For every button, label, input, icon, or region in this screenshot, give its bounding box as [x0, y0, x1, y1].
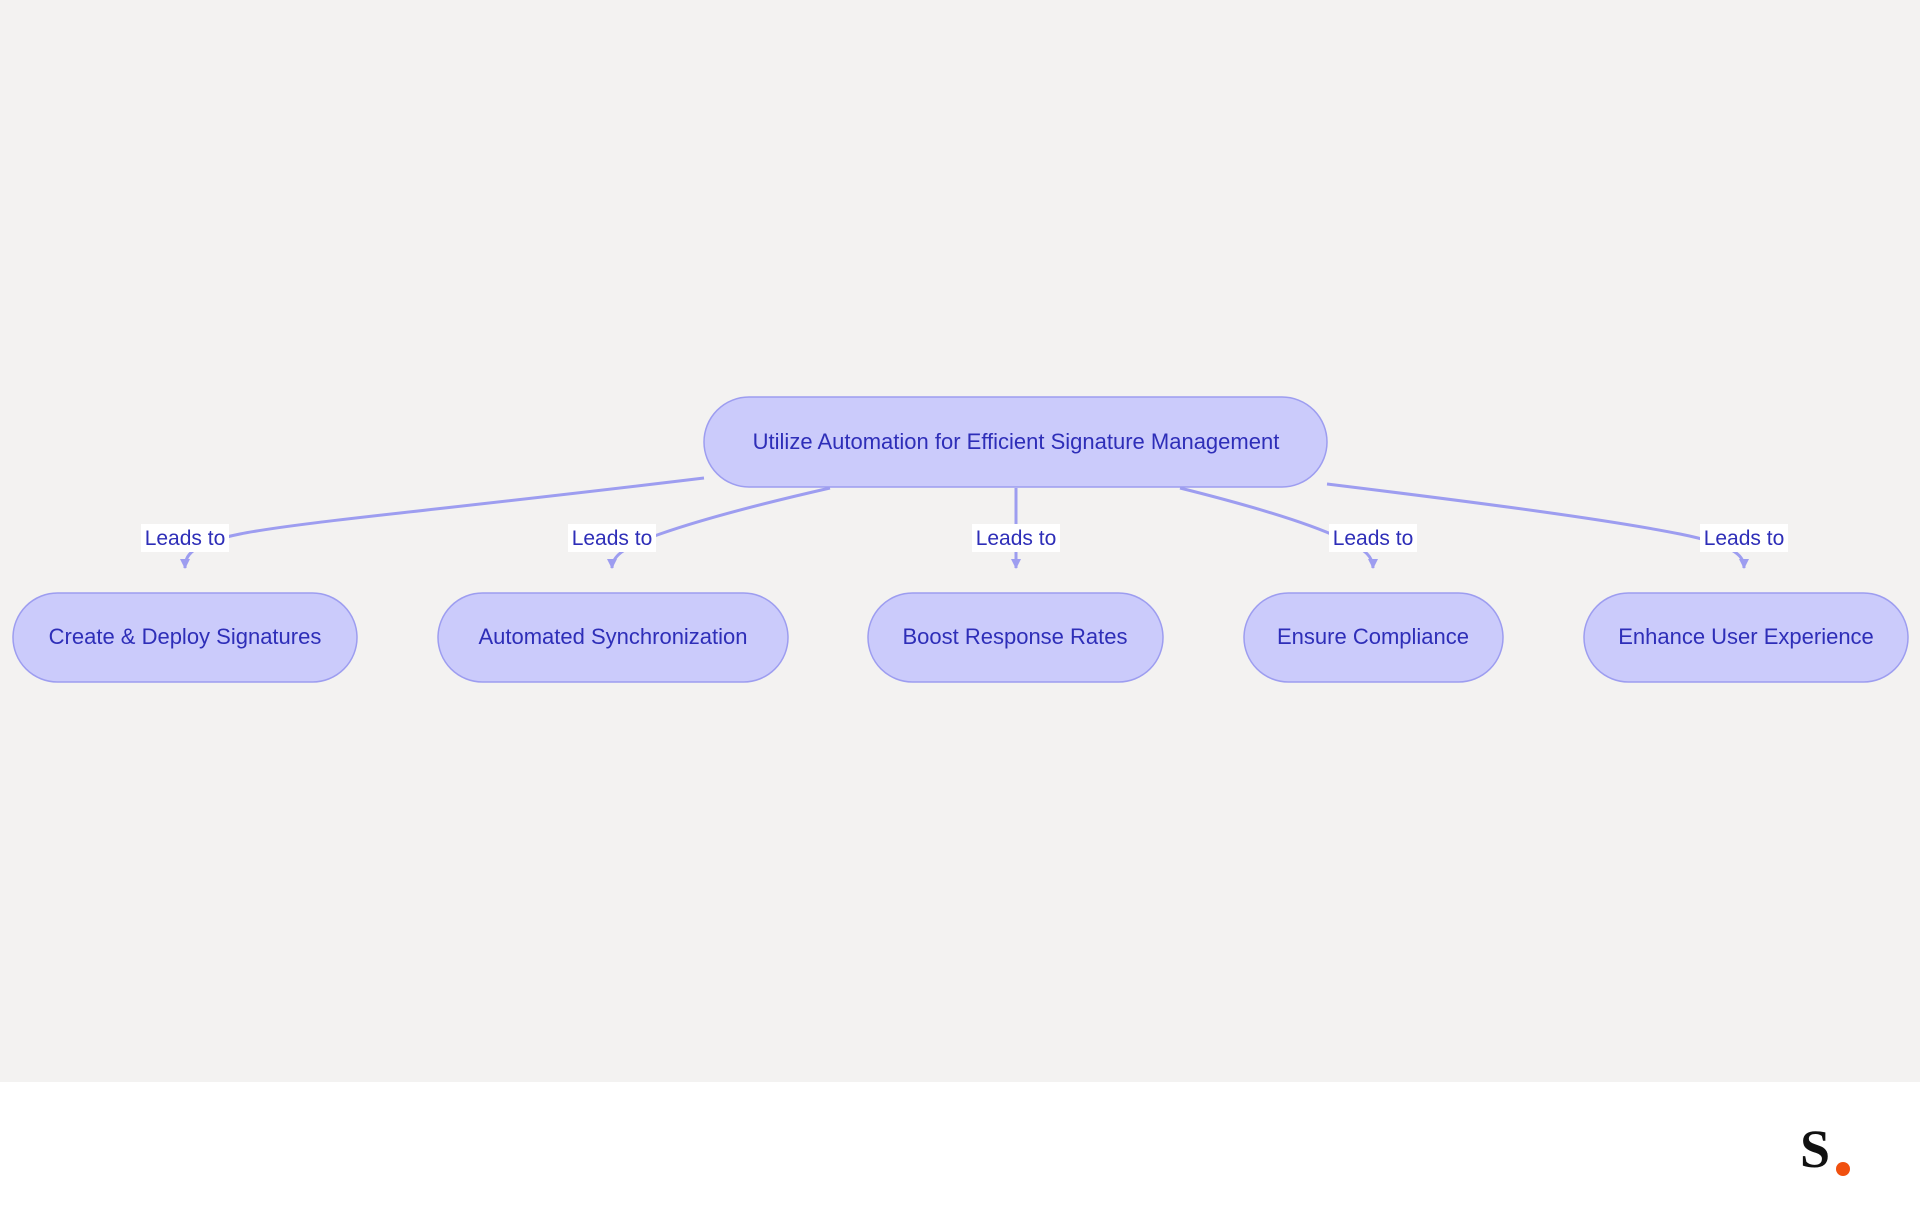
edge-root-to-child-4	[1179, 486, 1378, 569]
child-node-label: Ensure Compliance	[1277, 624, 1469, 649]
child-node-boost-response-rates[interactable]: Boost Response Rates	[867, 592, 1164, 683]
footer	[0, 1082, 1920, 1215]
edge-root-to-child-2	[607, 486, 831, 569]
edge-label-3: Leads to	[972, 524, 1060, 552]
brand-logo: S	[1800, 1122, 1860, 1180]
root-node-label: Utilize Automation for Efficient Signatu…	[753, 429, 1280, 454]
edge-label-text: Leads to	[145, 527, 226, 550]
flowchart: Leads to Leads to Leads to Leads to Lead…	[12, 396, 1909, 683]
edge-label-4: Leads to	[1329, 524, 1417, 552]
child-node-automated-synchronization[interactable]: Automated Synchronization	[437, 592, 789, 683]
edge-label-text: Leads to	[572, 527, 653, 550]
root-node[interactable]: Utilize Automation for Efficient Signatu…	[703, 396, 1328, 488]
child-node-label: Enhance User Experience	[1618, 624, 1874, 649]
child-node-label: Automated Synchronization	[478, 624, 747, 649]
edge-label-text: Leads to	[1704, 527, 1785, 550]
brand-logo-dot-icon	[1836, 1162, 1850, 1176]
child-node-ensure-compliance[interactable]: Ensure Compliance	[1243, 592, 1504, 683]
edge-root-to-child-1	[180, 476, 705, 569]
edges	[180, 476, 1749, 569]
edge-root-to-child-5	[1326, 482, 1749, 569]
edge-labels: Leads to Leads to Leads to Leads to Lead…	[141, 524, 1788, 552]
nodes: Utilize Automation for Efficient Signatu…	[12, 396, 1909, 683]
edge-label-2: Leads to	[568, 524, 656, 552]
edge-label-text: Leads to	[1333, 527, 1414, 550]
child-node-create-deploy-signatures[interactable]: Create & Deploy Signatures	[12, 592, 358, 683]
child-node-label: Boost Response Rates	[902, 624, 1127, 649]
child-node-enhance-user-experience[interactable]: Enhance User Experience	[1583, 592, 1909, 683]
diagram-canvas: Leads to Leads to Leads to Leads to Lead…	[0, 0, 1920, 1082]
child-node-label: Create & Deploy Signatures	[49, 624, 322, 649]
edge-label-1: Leads to	[141, 524, 229, 552]
brand-logo-letter: S	[1800, 1119, 1831, 1179]
edge-label-text: Leads to	[976, 527, 1057, 550]
edge-label-5: Leads to	[1700, 524, 1788, 552]
